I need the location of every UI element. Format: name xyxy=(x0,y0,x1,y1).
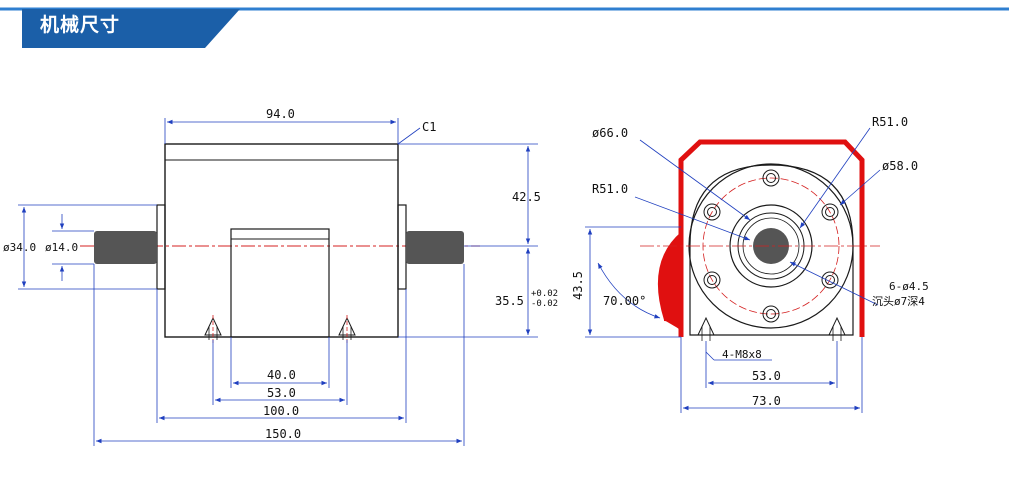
angle-70-label: 70.00° xyxy=(603,294,646,308)
r51-top-label: R51.0 xyxy=(872,115,908,129)
hole-lower-left xyxy=(703,271,721,289)
section-title: 机械尺寸 xyxy=(40,14,121,36)
mounting-base xyxy=(230,228,330,338)
hole-upper-left xyxy=(703,203,721,221)
left-flange xyxy=(156,204,166,290)
counterbore-label: 沉头ø7深4 xyxy=(872,295,925,308)
mounting-holes xyxy=(703,169,839,323)
hole-upper-right xyxy=(821,203,839,221)
front-body-outline xyxy=(689,164,854,336)
red-sector xyxy=(657,232,681,330)
tolerance-minus: -0.02 xyxy=(531,299,558,309)
front-thread-right xyxy=(828,316,846,341)
right-shaft xyxy=(406,231,464,264)
header-title-tab xyxy=(22,9,240,48)
side-view: 94.0 C1 42.5 35.5 +0.02 -0.02 ø34.0 ø14.… xyxy=(3,107,558,446)
dia-58-label: ø58.0 xyxy=(882,159,918,173)
chamfer-label: C1 xyxy=(422,120,436,134)
tolerance-plus: +0.02 xyxy=(531,289,558,299)
sensor-body xyxy=(164,143,399,338)
dim-94-label: 94.0 xyxy=(266,107,295,121)
header-banner xyxy=(0,7,1009,48)
hole-lower-right xyxy=(821,271,839,289)
front-shaft xyxy=(753,228,789,264)
right-flange xyxy=(397,204,407,290)
dim-100-label: 100.0 xyxy=(263,404,299,418)
dim-35-5-label: 35.5 xyxy=(495,294,524,308)
dim-53-front-label: 53.0 xyxy=(752,369,781,383)
thread-label: 4-M8x8 xyxy=(722,348,762,361)
dim-73-label: 73.0 xyxy=(752,394,781,408)
holes-count-label: 6-ø4.5 xyxy=(889,280,929,293)
red-housing-outline xyxy=(678,139,865,337)
left-shaft xyxy=(94,231,157,264)
r51-left-label: R51.0 xyxy=(592,182,628,196)
dia-66-label: ø66.0 xyxy=(592,126,628,140)
dim-42-5-label: 42.5 xyxy=(512,190,541,204)
front-view: ø66.0 R51.0 ø58.0 R51.0 6-ø4.5 沉头ø7深4 70… xyxy=(571,115,929,413)
dim-40-label: 40.0 xyxy=(267,368,296,382)
dim-43-5-label: 43.5 xyxy=(571,271,585,300)
front-thread-left xyxy=(697,316,715,341)
dim-150-label: 150.0 xyxy=(265,427,301,441)
hole-top xyxy=(762,169,780,187)
hole-bottom xyxy=(762,305,780,323)
dia-14-label: ø14.0 xyxy=(45,241,78,254)
dia-34-label: ø34.0 xyxy=(3,241,36,254)
dim-53-side-label: 53.0 xyxy=(267,386,296,400)
